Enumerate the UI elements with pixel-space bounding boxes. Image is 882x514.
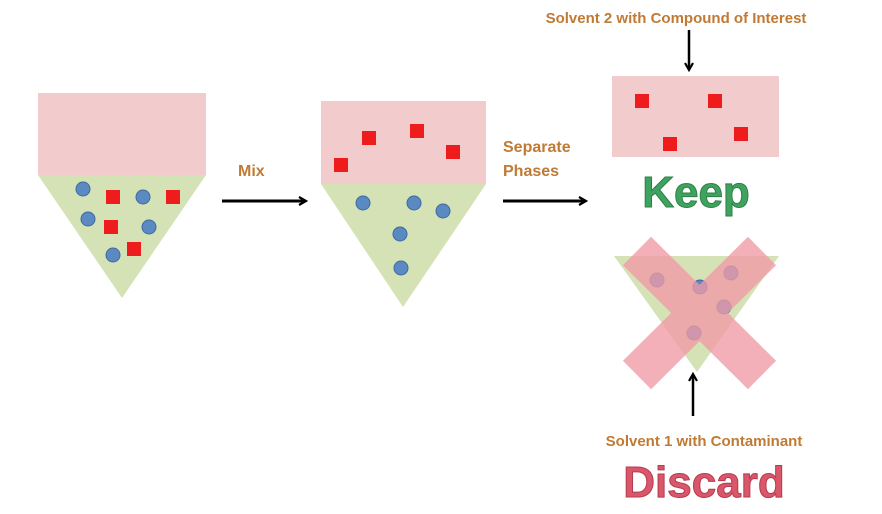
contaminant-circles	[75, 181, 157, 263]
separate-phases-label-line1: Separate	[503, 139, 571, 156]
solvent2-label: Solvent 2 with Compound of Interest	[546, 10, 807, 27]
funnel-after-mix	[321, 101, 486, 307]
compound-squares	[635, 94, 748, 151]
compound-squares	[104, 190, 180, 256]
discard-cross-icon	[622, 236, 777, 390]
bottom-layer-solvent1	[38, 175, 206, 298]
separate-phases-label-line2: Phases	[503, 163, 559, 180]
top-layer-solvent2	[321, 101, 486, 184]
discarded-solvent1-layer	[614, 236, 779, 390]
solvent1-label: Solvent 1 with Contaminant	[606, 433, 803, 450]
top-layer-solvent2	[38, 93, 206, 175]
compound-squares	[334, 124, 460, 172]
discard-label: Discard	[623, 458, 784, 507]
mix-label: Mix	[238, 163, 265, 180]
contaminant-circles	[355, 195, 451, 276]
keep-label: Keep	[642, 168, 750, 217]
kept-solvent2-layer	[612, 76, 779, 157]
funnel-before-mix	[38, 93, 206, 298]
bottom-layer-solvent1	[321, 184, 486, 307]
kept-layer-rect	[612, 76, 779, 157]
